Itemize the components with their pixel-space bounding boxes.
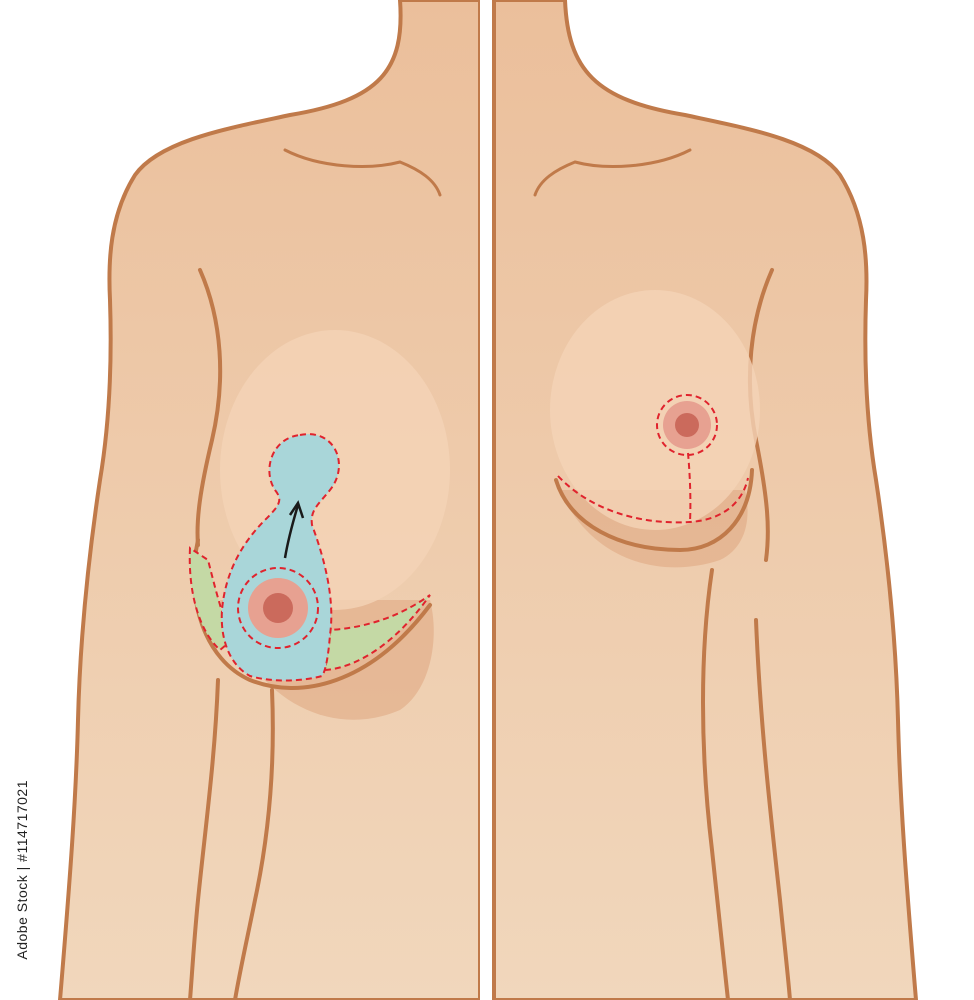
arrow-head-icon [288,500,305,519]
after-panel [492,0,918,1000]
before-panel [58,0,482,1000]
areola-incision-ring [237,567,319,649]
anchor-incision-scar [557,475,749,524]
vertical-incision-scar [687,452,692,523]
nipple-relocation-arrow [283,504,300,559]
right-nipple [675,413,699,437]
right-areola-scar-ring [656,394,718,456]
left-waist-contour [233,688,275,1000]
right-breast-outline [554,468,754,553]
excised-tissue-right [323,594,431,672]
left-arm-lower-contour [188,678,220,1000]
right-waist-contour [701,568,730,1000]
stock-image-id: Adobe Stock | #114717021 [14,780,30,960]
right-breast-highlight [550,290,760,530]
panel-divider [480,0,494,1000]
left-arm-contour [195,268,223,547]
left-nipple [263,593,293,623]
right-arm-lower-contour [754,618,792,1000]
left-collarbone [283,148,442,197]
right-collarbone [533,148,692,197]
